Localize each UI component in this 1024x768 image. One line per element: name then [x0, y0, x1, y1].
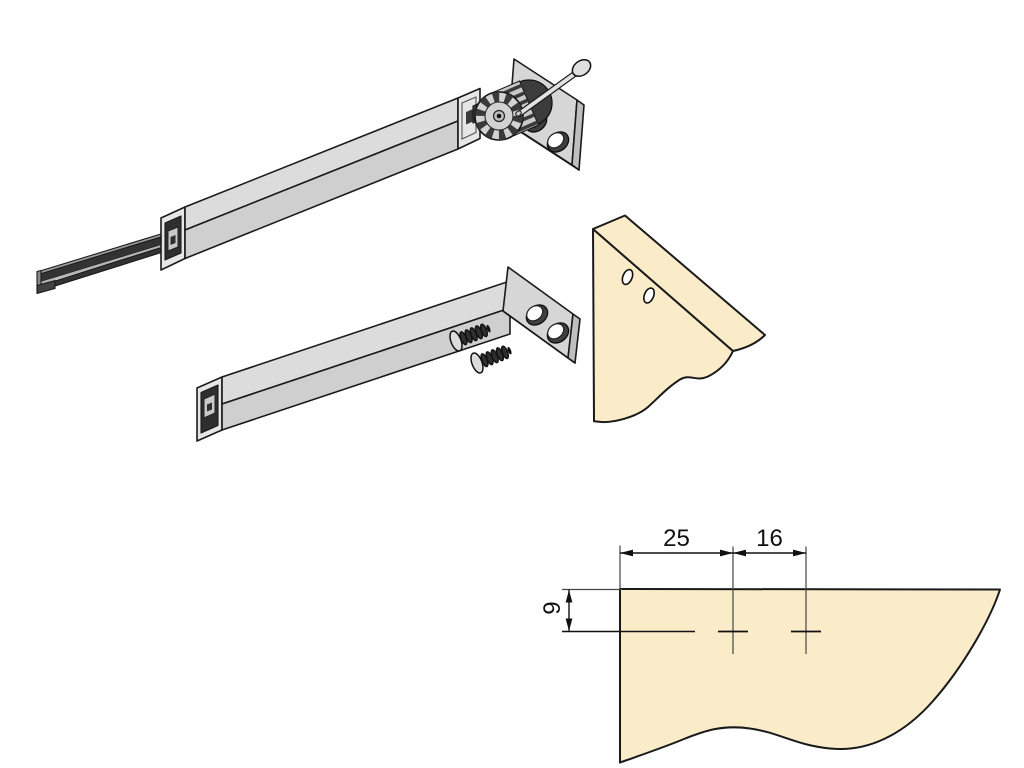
dim-label-16: 16 — [756, 525, 783, 552]
pin-tip — [515, 110, 522, 117]
rail-inner-notch — [170, 235, 176, 245]
bracket-bottom-face — [502, 310, 576, 364]
middle-rail-assembly — [196, 214, 766, 442]
bracket-hole — [526, 305, 544, 322]
screws — [449, 323, 512, 374]
rail-cut-inner — [461, 96, 477, 140]
dim-label-9: 9 — [539, 601, 566, 614]
arrowhead — [733, 549, 746, 557]
gear-center-hole — [496, 113, 502, 119]
rail-profile-top — [160, 87, 481, 271]
panel-pilot-hole — [643, 287, 655, 304]
rail-cut-slot — [466, 109, 473, 125]
rack-tip-foot — [36, 279, 56, 295]
rack-gap — [40, 241, 174, 285]
screw — [470, 345, 512, 374]
screw-threads — [459, 323, 489, 346]
rack-upper-band — [39, 232, 175, 283]
mounting-bracket-middle — [502, 266, 581, 364]
arrowhead — [620, 549, 633, 557]
rail-front-face — [184, 120, 459, 260]
bracket-hole — [547, 132, 565, 149]
arrowhead — [565, 590, 573, 603]
dim-label-25: 25 — [663, 525, 690, 552]
pin-head — [571, 58, 592, 78]
panel-top-edge-band — [592, 214, 766, 352]
panel-2d — [619, 588, 1001, 764]
rail-profile-middle — [196, 280, 511, 442]
screw-tip — [507, 346, 512, 355]
rail-front-face — [221, 307, 511, 431]
panel-pilot-hole — [621, 268, 634, 286]
panel-iso — [592, 214, 766, 424]
arrowhead — [565, 618, 573, 631]
arrowhead — [793, 549, 806, 557]
screw-threads — [480, 345, 510, 368]
screw — [449, 323, 491, 352]
bracket-hole — [547, 323, 565, 340]
top-rail-assembly — [36, 58, 592, 295]
rack-bar — [36, 229, 175, 295]
dimension-drawing: 25 16 9 — [539, 525, 1001, 764]
arrowhead — [720, 549, 733, 557]
axle-pin — [515, 58, 592, 117]
screw-tip — [486, 324, 491, 333]
rail-inner-notch — [207, 402, 212, 412]
